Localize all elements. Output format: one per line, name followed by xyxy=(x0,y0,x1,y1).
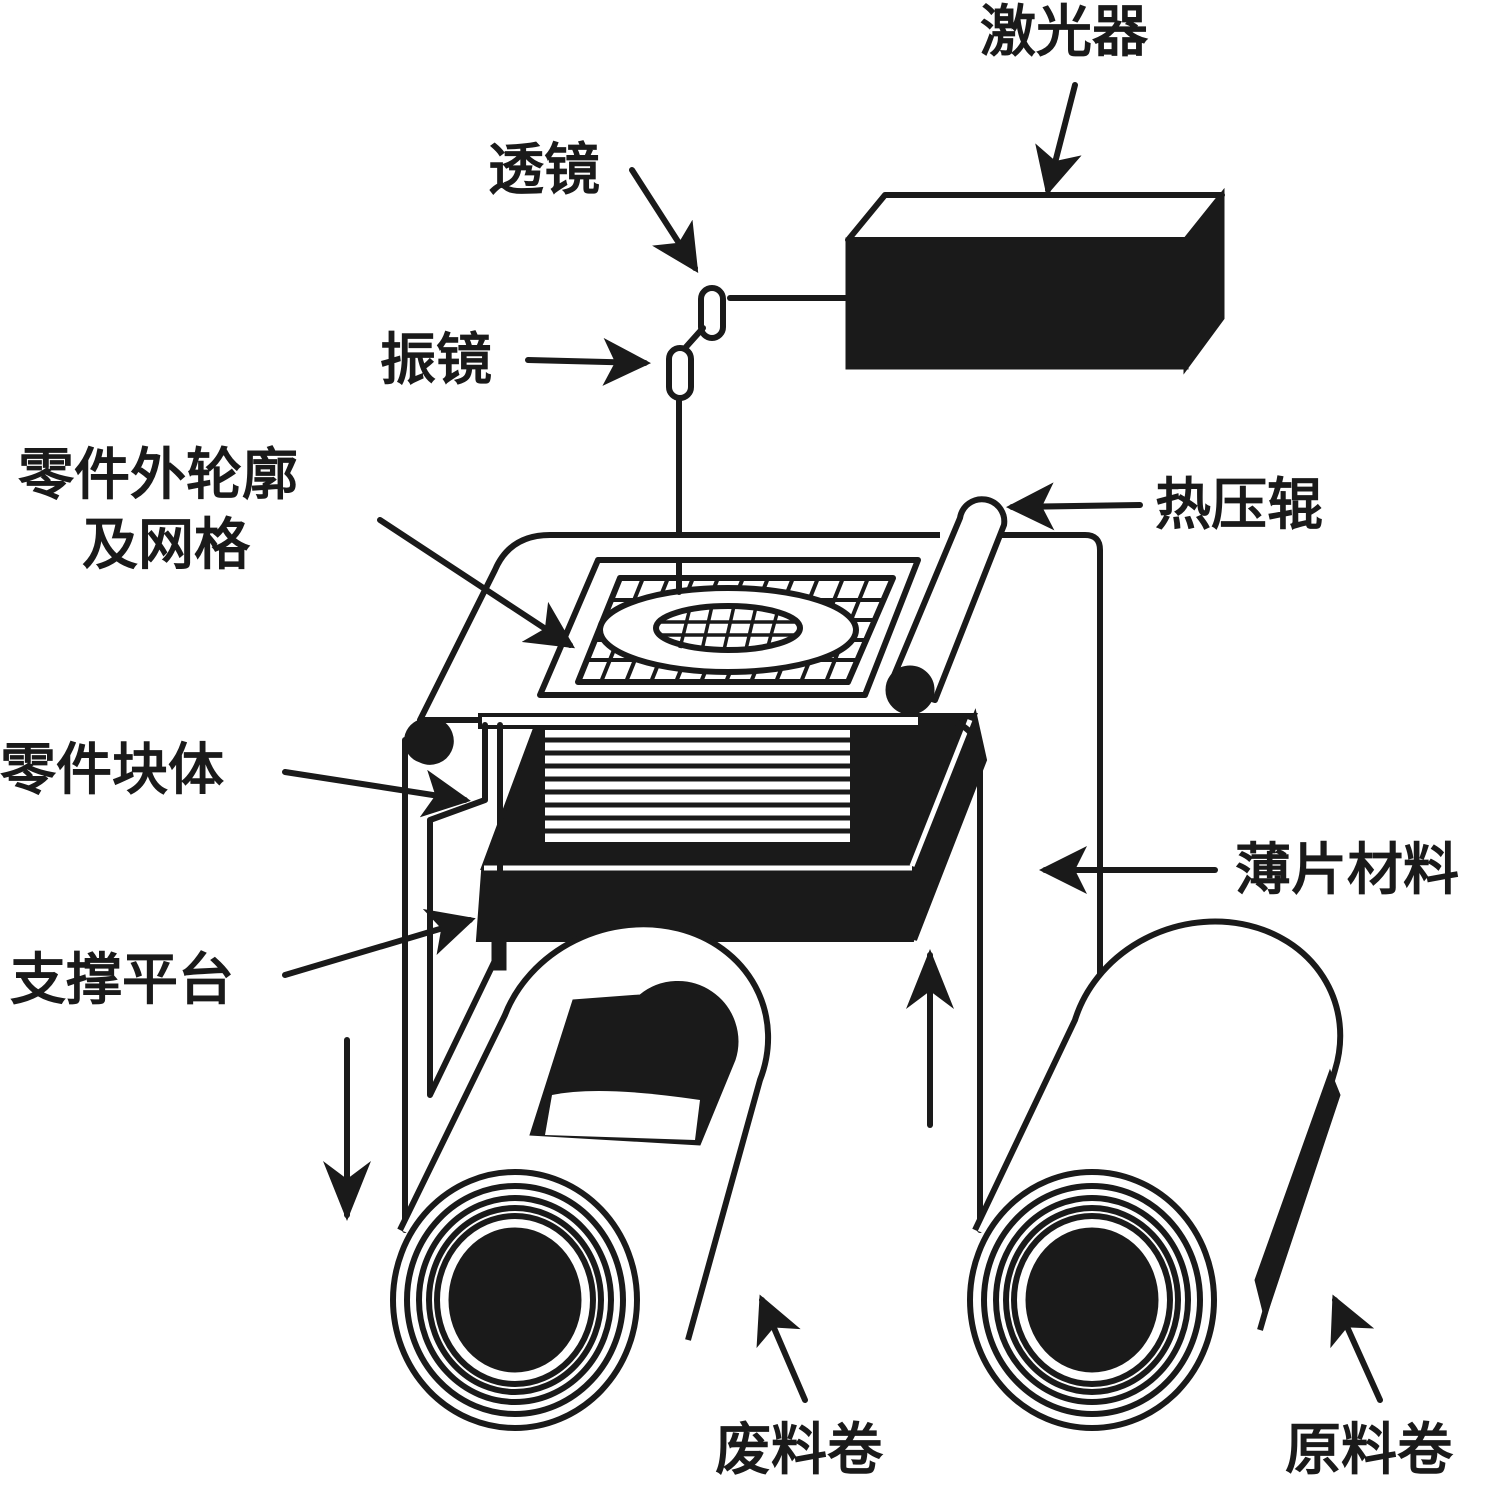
lens xyxy=(698,285,726,341)
leader-arrows xyxy=(282,82,1383,1403)
beam-lens-galvo xyxy=(683,325,706,350)
sheet-material-path xyxy=(997,532,1103,1013)
sheet-right-down xyxy=(947,717,983,1233)
arrow-supply-roll xyxy=(1330,1294,1383,1403)
galvo-mirror xyxy=(666,345,694,401)
label-part-outline-1: 零件外轮廓 xyxy=(18,443,298,508)
label-support-platform: 支撑平台 xyxy=(10,948,234,1013)
label-part-block: 零件块体 xyxy=(0,738,224,803)
laser-box xyxy=(845,187,1225,375)
platform-leg xyxy=(491,939,507,971)
part-block xyxy=(545,730,850,842)
label-laser: 激光器 xyxy=(980,0,1148,65)
hot-roller xyxy=(885,496,1008,715)
arrow-laser xyxy=(1035,82,1082,196)
waste-roll xyxy=(390,921,772,1431)
label-supply-roll: 原料卷 xyxy=(1285,1418,1453,1483)
label-hot-roller: 热压辊 xyxy=(1155,473,1323,538)
label-galvo-mirror: 振镜 xyxy=(380,328,492,393)
label-lens: 透镜 xyxy=(488,138,600,203)
left-guide-roller xyxy=(404,719,454,765)
label-waste-roll: 废料卷 xyxy=(715,1418,883,1483)
supply-roll xyxy=(967,918,1344,1431)
arrow-outline xyxy=(377,517,576,649)
arrow-part-block xyxy=(282,769,471,818)
arrow-lens xyxy=(629,167,699,274)
label-part-outline-2: 及网格 xyxy=(82,513,250,578)
waste-sheet-inner xyxy=(427,722,503,1098)
arrow-waste-roll xyxy=(756,1294,808,1403)
arrow-hot-roller xyxy=(1006,482,1143,531)
arrow-galvo xyxy=(525,337,651,386)
part-outline-grid xyxy=(537,557,921,698)
arrow-platform xyxy=(282,908,476,978)
label-sheet-material: 薄片材料 xyxy=(1235,838,1459,903)
sheet-layer xyxy=(478,713,922,729)
